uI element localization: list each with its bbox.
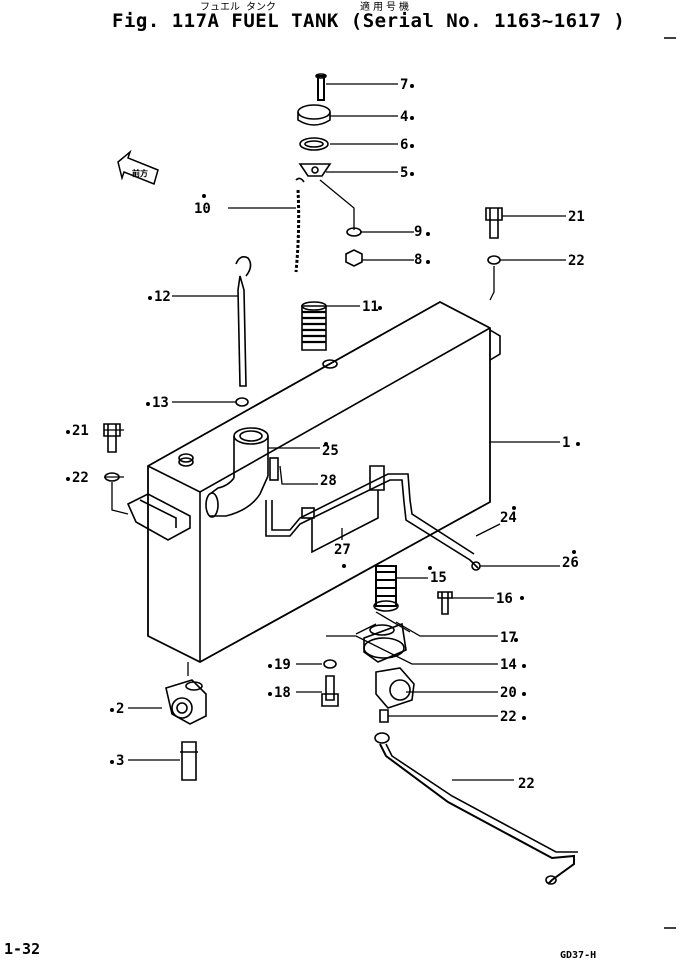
callout-7: 7 [400,77,408,93]
level-gauge [235,256,252,407]
callout-9: 9 [414,224,422,240]
callout-26-right: 26 [562,555,579,571]
callout-26-top: 25 [322,443,339,459]
fuel-pipe-23 [379,743,575,885]
callout-4: 4 [400,109,408,125]
cap-chain [294,189,301,273]
nut-8 [345,249,363,267]
callout-1: 1 [562,435,570,451]
callout-13: 13 [152,395,169,411]
strainer [301,301,327,351]
callout-2: 2 [116,701,124,717]
callout-22-right: 22 [568,253,585,269]
drain-plug [180,741,198,781]
marker-dots [66,84,580,764]
page-number: 1-32 [4,940,41,958]
title-kana-label: フュエル タンク [200,2,277,13]
callout-16: 16 [496,591,513,607]
callout-6: 6 [400,137,408,153]
callout-20: 20 [500,685,517,701]
callout-18: 18 [274,685,291,701]
filler-neck [205,427,279,518]
sediment-valve-group [321,565,453,723]
callout-5: 5 [400,165,408,181]
callout-8: 8 [414,252,422,268]
bolt-21-left [103,423,121,453]
callout-28: 28 [320,473,337,489]
fuel-tank-body [126,300,501,664]
figure-title: Fig. 117A FUEL TANK (Serial No. 1163~161… [112,10,626,32]
callout-19: 19 [274,657,291,673]
cap-assembly [297,73,332,177]
chain-hook [295,177,305,183]
bolt-21-right [485,207,503,239]
title-kanji-label: 適用号機 [360,2,412,13]
callout-23: 22 [518,776,535,792]
callout-labels: 7 4 6 5 9 8 10 11 12 13 21 22 21 22 1 25… [72,77,585,792]
callout-27: 27 [334,542,351,558]
margin-ticks [664,37,676,929]
callout-25: 24 [500,510,517,526]
callout-14: 14 [500,657,517,673]
callout-21-right: 21 [568,209,585,225]
callout-11: 11 [362,299,379,315]
pipe-23-end [545,875,557,885]
callout-3: 3 [116,753,124,769]
pipe-23-fitting [374,732,390,744]
washer-22-right [487,255,501,265]
leader-lines [104,83,566,781]
drain-valve [165,679,207,725]
callout-24: 22 [500,709,517,725]
direction-arrow-icon: 前方 [117,149,159,186]
callout-10: 10 [194,201,211,217]
fuel-pipe-assembly [265,465,481,571]
direction-arrow-label: 前方 [132,168,148,178]
callout-21-left: 21 [72,423,89,439]
callout-15: 15 [430,570,447,586]
drawing-code: GD37-H [560,950,597,961]
callout-22-left: 22 [72,470,89,486]
fuel-pipe-23-edge [385,743,578,853]
callout-17: 17 [500,630,517,646]
callout-12: 12 [154,289,171,305]
